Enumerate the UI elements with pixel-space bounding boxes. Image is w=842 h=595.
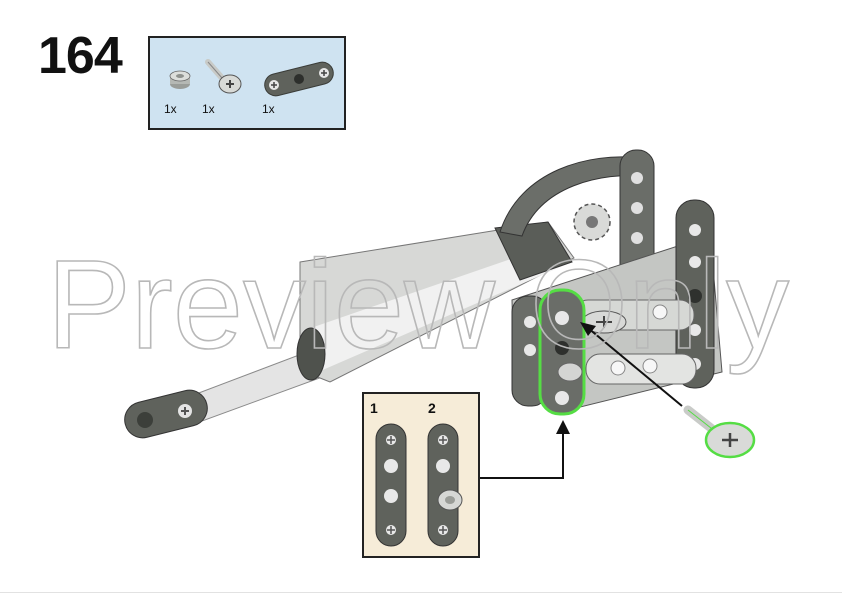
bush-quantity: 1x [164,102,177,116]
callout-connector [480,420,570,479]
liftarm-quantity: 1x [262,102,275,116]
sub-step-2-label: 2 [428,400,436,416]
shock-absorber [124,221,575,439]
parts-list-art [169,59,334,97]
step-number: 164 [38,27,123,85]
sub-assembly-art [375,423,463,547]
sub-step-1-label: 1 [370,400,378,416]
loose-axle-pin [683,405,756,459]
page-bottom-rule [0,592,842,593]
parts-list-box: 1x 1x 1x [148,36,346,130]
insert-arrow [580,322,683,407]
gear [573,203,611,241]
sub-step-2-liftarm [427,423,463,547]
axle-pin-part-icon [205,59,242,94]
sub-assembly-callout: 1 2 [362,392,480,558]
liftarm-part-icon [264,61,334,97]
new-liftarm-highlight [538,288,586,416]
sub-step-1-liftarm [375,423,407,547]
axle-pin-quantity: 1x [202,102,215,116]
bush-part-icon [169,70,191,89]
